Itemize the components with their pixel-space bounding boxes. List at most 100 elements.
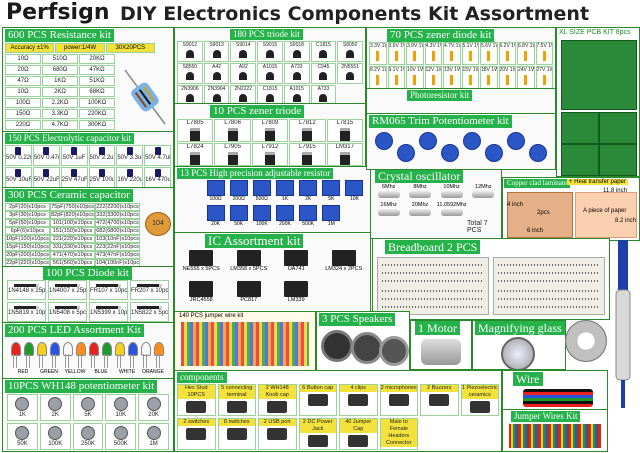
part-icon — [348, 435, 369, 447]
photoresistor-label: Photoresistor kit — [407, 90, 473, 101]
triode-value: 2N2222 — [234, 86, 253, 92]
jumper-kit-label: Jumper Wires Kit — [511, 411, 581, 422]
part-label: Hex Stud 10PCS — [178, 385, 215, 399]
diode-value: 1N5819 x 10pcs — [8, 310, 46, 316]
trimmer-icon — [229, 180, 248, 196]
zener-kit-value: 15V 1W — [462, 67, 479, 73]
electrolytic-section: 150 PCS Electrolytic capacitor kit 50V 0… — [2, 131, 174, 188]
zener-kit-label: 70 PCS zener diode kit — [387, 29, 495, 42]
part-icon — [307, 394, 328, 406]
electrolytic-value: 50V 3.3uF — [117, 155, 144, 161]
electrolytic-value: 50V 2.2uF — [89, 155, 116, 161]
crystal-item: 12Mhz — [469, 184, 498, 200]
electrolytic-item: 50V 4.7uF — [144, 145, 171, 166]
zener-kit-item: 4.7V 1W — [443, 42, 461, 65]
ceramic-value: 221(220)x10pcs — [50, 235, 95, 243]
transistor-icon — [212, 72, 221, 80]
diode-item: 1N5819 x 10pcs — [7, 302, 46, 322]
zener-kit-item: 13V 1W — [443, 66, 461, 88]
header: Perfsign DIY Electronics Components Kit … — [0, 0, 640, 26]
triode-value: C1815 — [262, 86, 278, 92]
resistor-value: 100Ω — [5, 98, 41, 108]
jumper-kit-section: Jumper Wires Kit — [502, 409, 608, 452]
transistor-icon — [185, 72, 194, 80]
precision-item: 500Ω — [251, 180, 272, 203]
regulator-icon — [302, 152, 313, 165]
triode-value: A733 — [290, 64, 303, 70]
electrolytic-value: 25V 100uF — [89, 177, 116, 183]
part-icon — [307, 435, 328, 447]
resistor-head: Accuracy ±1% power:1/4W 30X20PCS — [5, 43, 155, 53]
diode-icon — [55, 284, 80, 287]
zener-kit-value: 3.9V 1W — [407, 43, 423, 49]
zener-diode-icon — [431, 51, 435, 61]
ic-item: PC817 — [227, 281, 272, 309]
crystal-icon — [409, 191, 432, 198]
wh148-item: 100K — [39, 423, 71, 450]
zener-kit-item: 20V 1W — [498, 66, 516, 88]
part-icon — [348, 394, 369, 406]
ceramic-value: 103(10nF)x10pcs — [95, 235, 140, 243]
ceramic-value: 332(3300)x10pcs — [95, 211, 140, 219]
magnifier-section: Magnifying glass — [472, 320, 566, 370]
ceramic-value: 15pF(150)x10pcs — [5, 243, 50, 251]
precision-item: 10K — [344, 180, 365, 203]
zener-diode-icon — [450, 51, 454, 61]
part-item: 2 USB port — [258, 418, 297, 450]
wh148-label: 10PCS WH148 potentiometer kit — [5, 380, 158, 393]
zener-kit-value: 10V 1W — [407, 67, 424, 73]
zener-kit-item: 8.2V 1W — [369, 66, 387, 88]
electrolytic-capacitor-icon — [126, 147, 133, 155]
triode-item: 2N3906 — [177, 85, 203, 103]
precision-item: 200K — [274, 205, 295, 228]
crystal-value: 8Mhz — [413, 184, 427, 190]
zener-kit-item: 27V 1W — [535, 66, 553, 88]
triode-value: S9013 — [209, 42, 224, 48]
speaker-1 — [321, 330, 353, 362]
zener-diode-icon — [413, 75, 417, 85]
part-label: 5 connecting terminal — [218, 385, 255, 399]
part-label: 2 Buzzers — [421, 385, 458, 392]
precision-item: 500K — [298, 205, 319, 228]
zener-diode-icon — [505, 75, 509, 85]
crystal-value: 6Mhz — [381, 184, 396, 190]
breadboard-1 — [377, 257, 489, 315]
triode-value: S8050 — [342, 42, 358, 48]
zener-triode-item: L7809 — [251, 119, 289, 142]
zener-triode-value: L7912 — [261, 144, 279, 150]
ceramic-capacitor-icon: 104 — [145, 212, 171, 236]
zener-triode-value: L7806 — [224, 120, 241, 126]
ic-chip-icon — [284, 250, 309, 266]
diode-icon — [96, 284, 121, 287]
zener-kit-value: 27V 1W — [536, 67, 553, 73]
components-label: components — [177, 372, 227, 383]
copper-note: + Heat transfer paper — [567, 179, 628, 185]
triode-item: C945 — [310, 63, 337, 84]
paper-size-v: 8.2 inch — [615, 218, 637, 224]
zener-diode-icon — [524, 51, 528, 61]
zener-kit-value: 24V 1W — [518, 67, 535, 73]
part-item: 1 Piezoelectric ceramics — [460, 384, 499, 416]
zener-triode-value: L7824 — [186, 144, 204, 150]
led-leg — [81, 354, 82, 368]
wh148-item: 20K — [138, 394, 169, 421]
resistor-value: 51KΩ — [79, 76, 115, 86]
potentiometer-icon — [146, 397, 161, 411]
diode-value: FR207 x 10pcs — [131, 288, 169, 294]
ic-item: NE555 x 5PCS — [179, 250, 224, 278]
zener-kit-item: 12V 1W — [424, 66, 442, 88]
zener-kit-value: 3.3V 1W — [370, 43, 386, 49]
crystal-icon — [377, 209, 400, 216]
ic-chip-icon — [236, 250, 261, 266]
diode-item: 1N5408 x 5pcs — [48, 302, 87, 322]
part-label: 2 WH148 Knob cap — [259, 385, 296, 399]
electrolytic-capacitor-icon — [71, 147, 78, 155]
rm065-trimmer-icon — [463, 132, 481, 150]
zener-kit-item: 24V 1W — [517, 66, 535, 88]
trimmer-icon — [322, 205, 341, 221]
led-leg — [133, 354, 134, 368]
triode-item: C1815 — [257, 85, 283, 103]
ceramic-value: 82pF(820)x10pcs — [50, 211, 95, 219]
transistor-icon — [239, 50, 248, 58]
zener-kit-value: 13V 1W — [444, 67, 461, 73]
